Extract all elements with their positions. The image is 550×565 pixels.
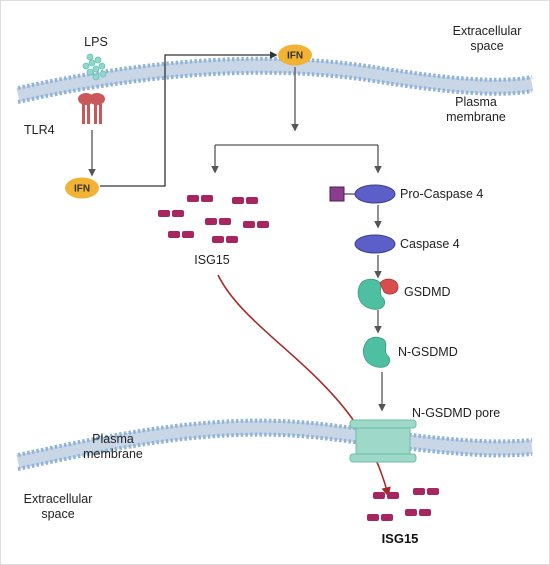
- label-extracellular-top-2: space: [470, 39, 503, 53]
- label-extracellular-top-1: Extracellular: [453, 24, 522, 38]
- label-pro-caspase4: Pro-Caspase 4: [400, 187, 483, 201]
- svg-text:IFN: IFN: [287, 51, 303, 62]
- top-membrane-inner-heads: [17, 70, 533, 104]
- label-tlr4: TLR4: [24, 123, 55, 137]
- n-gsdmd-pore: [349, 419, 417, 463]
- label-plasma-bottom-1: Plasma: [92, 432, 134, 446]
- caspase4: [354, 234, 396, 254]
- bottom-membrane-tails: [16, 420, 533, 469]
- label-caspase4: Caspase 4: [400, 237, 460, 251]
- top-membrane-outer-heads: [17, 56, 533, 90]
- lps-molecule: [82, 53, 107, 81]
- arrow-ifn-to-outside: [100, 51, 278, 187]
- ifn-left: IFN: [65, 177, 99, 199]
- pro-caspase4: [329, 184, 396, 204]
- label-plasma-top-1: Plasma: [455, 95, 497, 109]
- isg15-cluster: [158, 195, 269, 243]
- ifn-top: IFN: [278, 44, 312, 66]
- bottom-membrane: [16, 418, 533, 471]
- isg15-secreted-cluster: [367, 488, 439, 521]
- bottom-membrane-inner-heads: [17, 432, 533, 471]
- label-plasma-top-2: membrane: [446, 110, 506, 124]
- label-extracellular-bottom-1: Extracellular: [24, 492, 93, 506]
- label-isg15-cyto: ISG15: [194, 253, 229, 267]
- gsdmd-protein: [357, 278, 399, 310]
- label-n-gsdmd-pore: N-GSDMD pore: [412, 406, 500, 420]
- label-n-gsdmd: N-GSDMD: [398, 345, 458, 359]
- label-plasma-bottom-2: membrane: [83, 447, 143, 461]
- n-gsdmd-protein: [362, 336, 391, 368]
- tlr4-receptor: [78, 93, 105, 124]
- label-isg15-secreted: ISG15: [382, 531, 419, 546]
- svg-text:IFN: IFN: [74, 184, 90, 195]
- top-membrane-tails: [16, 58, 534, 102]
- label-gsdmd: GSDMD: [404, 285, 451, 299]
- label-extracellular-bottom-2: space: [41, 507, 74, 521]
- top-membrane: [16, 56, 534, 104]
- label-lps: LPS: [84, 35, 108, 49]
- bottom-membrane-outer-heads: [17, 418, 533, 457]
